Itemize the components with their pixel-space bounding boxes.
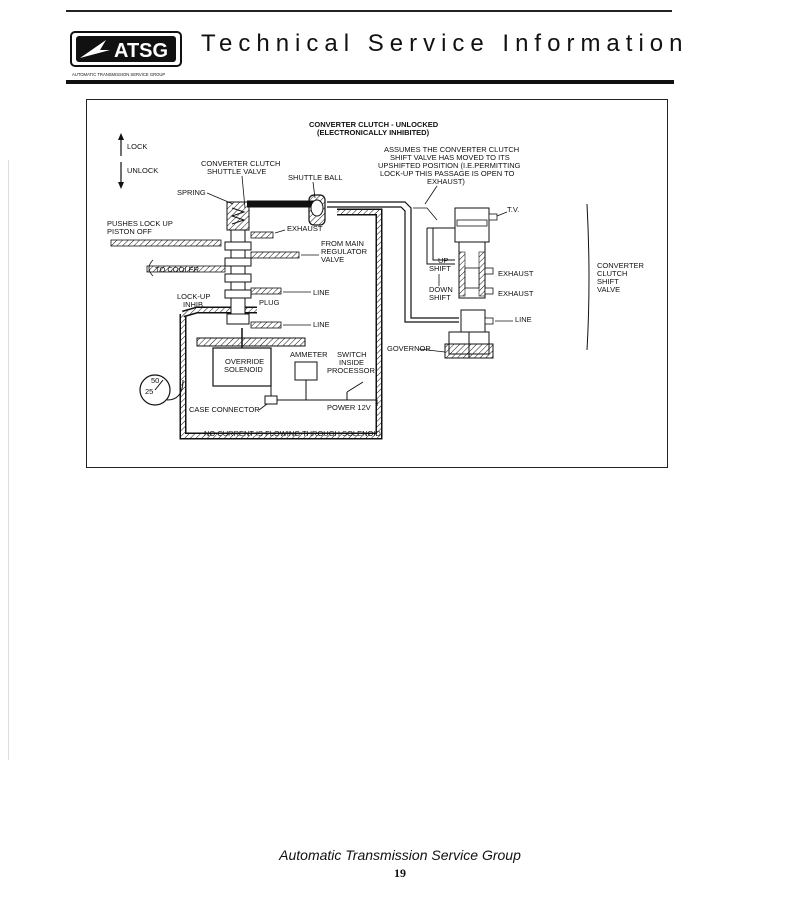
ccsv-label-3: SHIFT xyxy=(597,277,619,286)
assumes-line-3: UPSHIFTED POSITION (I.E.PERMITTING xyxy=(378,161,521,170)
down-shift-label-2: SHIFT xyxy=(429,293,451,302)
lock-label: LOCK xyxy=(127,142,147,151)
scan-edge xyxy=(8,160,9,760)
governor xyxy=(444,325,494,359)
switch-label-1: SWITCH xyxy=(337,350,367,359)
shuttle-valve-body xyxy=(224,201,252,325)
down-shift-label-1: DOWN xyxy=(429,285,453,294)
diagram-title: CONVERTER CLUTCH - UNLOCKED xyxy=(309,120,439,129)
ammeter-label: AMMETER xyxy=(290,350,328,359)
logo-text: ATSG xyxy=(114,40,168,62)
plug-label: PLUG xyxy=(259,298,280,307)
from-main-label-2: REGULATOR xyxy=(321,247,368,256)
lock-arrow-icon xyxy=(118,133,124,156)
no-current-label: NO CURRENT IS FLOWING THROUGH SOLENOID xyxy=(204,429,381,438)
hydraulic-diagram-frame: CONVERTER CLUTCH - UNLOCKED (ELECTRONICA… xyxy=(86,99,668,468)
header-rule xyxy=(66,80,674,84)
port-passages xyxy=(110,231,300,329)
page-number: 19 xyxy=(394,866,406,880)
line-right-label: LINE xyxy=(515,315,532,324)
shuttle-valve-label-2: SHUTTLE VALVE xyxy=(207,167,266,176)
wiring xyxy=(264,380,378,406)
override-solenoid xyxy=(196,328,306,387)
power-label: POWER 12V xyxy=(327,403,371,412)
assumes-line-5: EXHAUST) xyxy=(427,177,465,186)
diagram-subtitle: (ELECTRONICALLY INHIBITED) xyxy=(317,128,430,137)
switch-label-3: PROCESSOR xyxy=(327,366,376,375)
page-title: Technical Service Information xyxy=(201,30,689,57)
gauge-side-value: 25 xyxy=(145,387,153,396)
exhaust-label: EXHAUST xyxy=(287,224,323,233)
governor-label: GOVERNOR xyxy=(387,344,431,353)
unlock-arrow-icon xyxy=(118,162,124,189)
ammeter-icon xyxy=(294,361,318,381)
shuttle-ball xyxy=(308,194,326,226)
from-main-label-3: VALVE xyxy=(321,255,344,264)
tv-label: T.V. xyxy=(507,205,519,214)
pushes-label-1: PUSHES LOCK UP xyxy=(107,219,173,228)
lockup-inhib-label-2: INHIB. xyxy=(183,300,205,309)
switch-label-2: INSIDE xyxy=(339,358,364,367)
ccsv-label-4: VALVE xyxy=(597,285,620,294)
spring-label: SPRING xyxy=(177,188,206,197)
exhaust-lower-label: EXHAUST xyxy=(498,289,534,298)
pressure-gauge-icon xyxy=(139,374,184,406)
top-rule xyxy=(66,10,672,12)
assumes-line-4: LOCK-UP THIS PASSAGE IS OPEN TO xyxy=(380,169,515,178)
case-connector-label: CASE CONNECTOR xyxy=(189,405,260,414)
from-main-label-1: FROM MAIN xyxy=(321,239,364,248)
valve-bracket xyxy=(586,203,590,351)
override-label-1: OVERRIDE xyxy=(225,357,264,366)
up-shift-label-2: SHIFT xyxy=(429,264,451,273)
footer-group-name: Automatic Transmission Service Group xyxy=(279,847,521,863)
unlock-label: UNLOCK xyxy=(127,166,158,175)
atsg-logo: ATSG AUTOMATIC TRANSMISSION SERVICE GROU… xyxy=(70,31,182,77)
pushes-label-2: PISTON OFF xyxy=(107,227,152,236)
up-shift-label-1: UP xyxy=(438,256,448,265)
shuttle-ball-label: SHUTTLE BALL xyxy=(288,173,343,182)
to-cooler-label: TO COOLER xyxy=(155,265,200,274)
line-label-lower: LINE xyxy=(313,320,330,329)
gauge-top-value: 50 xyxy=(151,376,159,385)
assumes-line-1: ASSUMES THE CONVERTER CLUTCH xyxy=(384,145,519,154)
converter-clutch-diagram: CONVERTER CLUTCH - UNLOCKED (ELECTRONICA… xyxy=(107,120,645,440)
lockup-inhib-label-1: LOCK-UP xyxy=(177,292,210,301)
signal-passage xyxy=(247,200,459,323)
logo-ring-text: AUTOMATIC TRANSMISSION SERVICE GROUP xyxy=(72,72,165,77)
line-label-upper: LINE xyxy=(313,288,330,297)
assumes-line-2: SHIFT VALVE HAS MOVED TO ITS xyxy=(390,153,510,162)
shuttle-valve-label-1: CONVERTER CLUTCH xyxy=(201,159,280,168)
ccsv-label-1: CONVERTER xyxy=(597,261,645,270)
exhaust-upper-label: EXHAUST xyxy=(498,269,534,278)
shift-valve-body xyxy=(426,207,498,333)
ccsv-label-2: CLUTCH xyxy=(597,269,627,278)
override-label-2: SOLENOID xyxy=(224,365,263,374)
